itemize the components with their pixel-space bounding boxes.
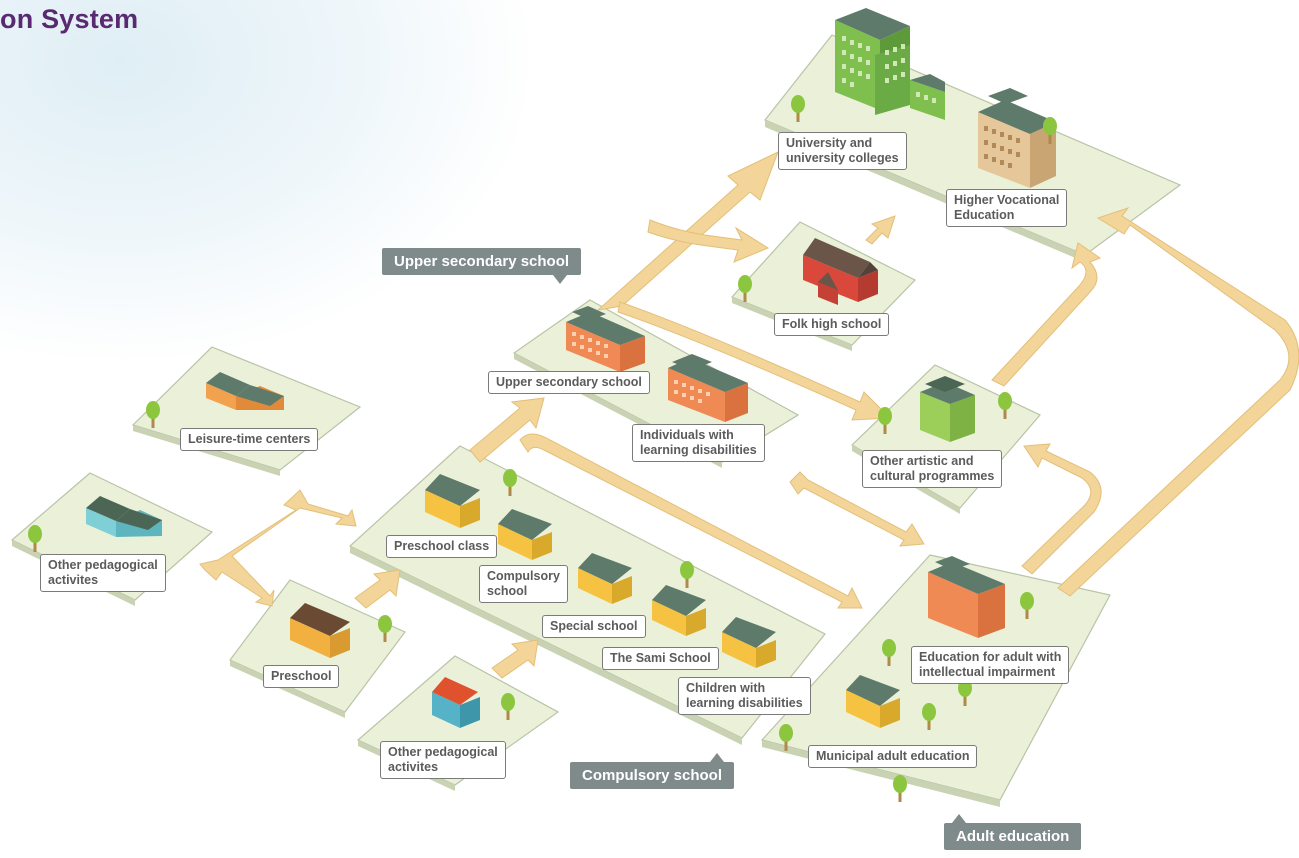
label-preschool: Preschool	[263, 665, 340, 688]
label-preschool-class: Preschool class	[386, 535, 498, 558]
label-special-school: Special school	[542, 615, 646, 638]
building-icon	[803, 238, 878, 305]
arrow-icon	[469, 397, 545, 463]
building-icon	[928, 556, 1005, 638]
label-other-pedagogical-bottom: Other pedagogical activites	[380, 741, 506, 779]
flow-arrows	[199, 151, 1299, 679]
arrow-icon	[991, 242, 1102, 387]
label-children-learning: Children with learning disabilities	[678, 677, 811, 715]
building-icon	[86, 496, 162, 537]
building-icon	[578, 553, 632, 604]
label-compulsory-school: Compulsory school	[479, 565, 568, 603]
tag-adult-education: Adult education	[944, 814, 1082, 850]
building-icon	[835, 8, 945, 120]
arrow-icon	[519, 433, 863, 609]
arrow-icon	[865, 215, 896, 245]
arrow-icon	[1057, 207, 1299, 597]
label-sami-school: The Sami School	[602, 647, 719, 670]
tree-icon	[893, 775, 907, 802]
arrow-icon	[1021, 443, 1102, 575]
arrow-icon	[491, 639, 539, 679]
building-icon	[668, 354, 748, 422]
tag-compulsory: Compulsory school	[570, 753, 735, 789]
building-icon	[206, 372, 284, 410]
tag-upper-secondary: Upper secondary school	[382, 248, 582, 284]
label-artistic-cultural: Other artistic and cultural programmes	[862, 450, 1003, 488]
arrow-icon	[617, 301, 892, 421]
arrow-icon	[199, 489, 357, 607]
label-upper-secondary-school: Upper secondary school	[488, 371, 650, 394]
building-icon	[566, 306, 645, 372]
buildings	[86, 8, 1056, 728]
label-leisure-time: Leisure-time centers	[180, 428, 319, 451]
label-folk-high-school: Folk high school	[774, 313, 890, 336]
building-icon	[498, 509, 552, 560]
label-other-pedagogical-left: Other pedagogical activites	[40, 554, 166, 592]
page-title: on System	[0, 4, 139, 34]
label-education-intellectual: Education for adult with intellectual im…	[911, 646, 1070, 684]
building-icon	[978, 88, 1056, 188]
label-university: University and university colleges	[778, 132, 907, 170]
arrow-icon	[647, 219, 770, 263]
label-municipal-adult: Municipal adult education	[808, 745, 978, 768]
arrow-icon	[354, 569, 401, 609]
building-icon	[722, 617, 776, 668]
building-icon	[846, 675, 900, 728]
arrow-icon	[789, 471, 925, 547]
label-individuals-learning: Individuals with learning disabilities	[632, 424, 765, 462]
building-icon	[290, 603, 350, 658]
building-icon	[920, 376, 975, 442]
building-icon	[652, 585, 706, 636]
building-icon	[425, 474, 480, 528]
arrow-icon	[596, 151, 779, 311]
building-icon	[432, 677, 480, 728]
label-higher-vocational: Higher Vocational Education	[946, 189, 1068, 227]
